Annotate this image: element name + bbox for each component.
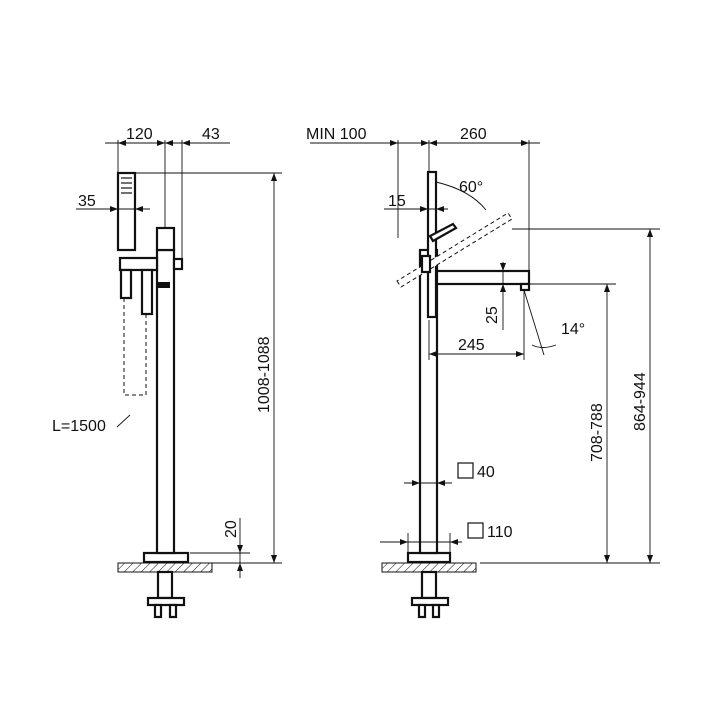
dim-min100-label: MIN 100 — [306, 126, 367, 143]
dim-864-944-label: 864-944 — [632, 372, 649, 431]
dim-245-label: 245 — [458, 337, 485, 354]
dim-43-label: 43 — [202, 126, 220, 143]
left-floor-hatch — [117, 562, 213, 573]
hose-length-label: L=1500 — [52, 418, 106, 435]
left-hand-shower — [116, 171, 137, 252]
right-underfloor-stem — [420, 570, 438, 600]
left-lever-handle — [172, 257, 184, 271]
left-column — [155, 248, 176, 555]
dim-35-label: 35 — [78, 193, 96, 210]
dim-20-label: 20 — [223, 520, 240, 538]
right-base-plate — [406, 551, 452, 564]
left-holder-arm — [118, 256, 159, 272]
left-outlet-connector — [140, 268, 154, 316]
right-side-view — [310, 140, 660, 619]
right-lever — [428, 222, 458, 243]
square-40-symbol — [457, 462, 474, 479]
right-hand-shower — [426, 170, 438, 319]
dim-15-label: 15 — [388, 193, 406, 210]
left-shower-connector — [119, 268, 133, 300]
square-110-symbol — [467, 522, 484, 539]
dim-708-788-label: 708-788 — [589, 403, 606, 462]
dim-120-label: 120 — [126, 126, 153, 143]
left-side-view — [76, 140, 282, 619]
left-underfloor-bracket — [146, 596, 186, 607]
left-hose-dashed — [123, 298, 147, 396]
left-base-plate — [142, 551, 190, 564]
left-mixer-body — [155, 226, 176, 252]
dim-110-label: 110 — [487, 524, 513, 541]
dim-260-label: 260 — [460, 126, 487, 143]
right-underfloor-bracket — [410, 596, 450, 607]
angle-60-label: 60° — [459, 179, 483, 196]
right-spout — [435, 269, 531, 286]
left-underfloor-stem — [156, 570, 174, 600]
angle-14-label: 14° — [561, 321, 585, 338]
right-floor-hatch — [381, 562, 477, 573]
dim-25-label: 25 — [484, 306, 501, 324]
dim-40-label: 40 — [477, 464, 495, 481]
dim-1008-1088-label: 1008-1088 — [256, 336, 273, 413]
